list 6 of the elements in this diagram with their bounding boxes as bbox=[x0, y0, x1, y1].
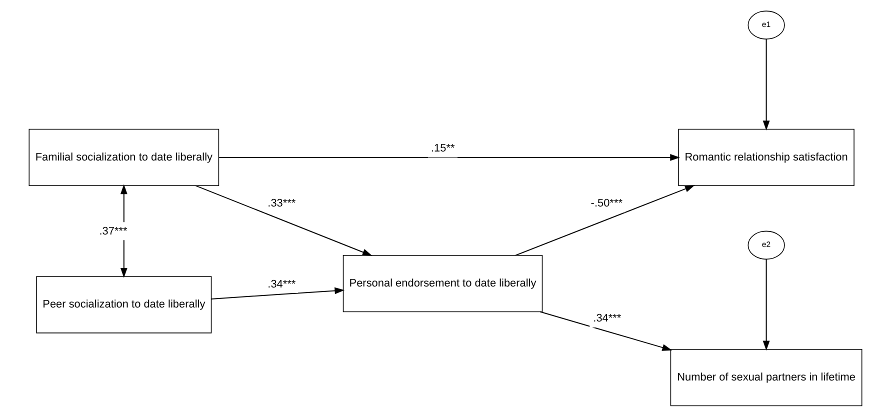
edge-label: .34*** bbox=[592, 312, 621, 325]
edge-label: .33*** bbox=[267, 198, 296, 210]
edge-label: .37*** bbox=[98, 225, 127, 238]
edge-label: .34*** bbox=[267, 278, 296, 290]
edge-label: -.50*** bbox=[590, 198, 622, 210]
edge-label: .15** bbox=[430, 142, 454, 155]
